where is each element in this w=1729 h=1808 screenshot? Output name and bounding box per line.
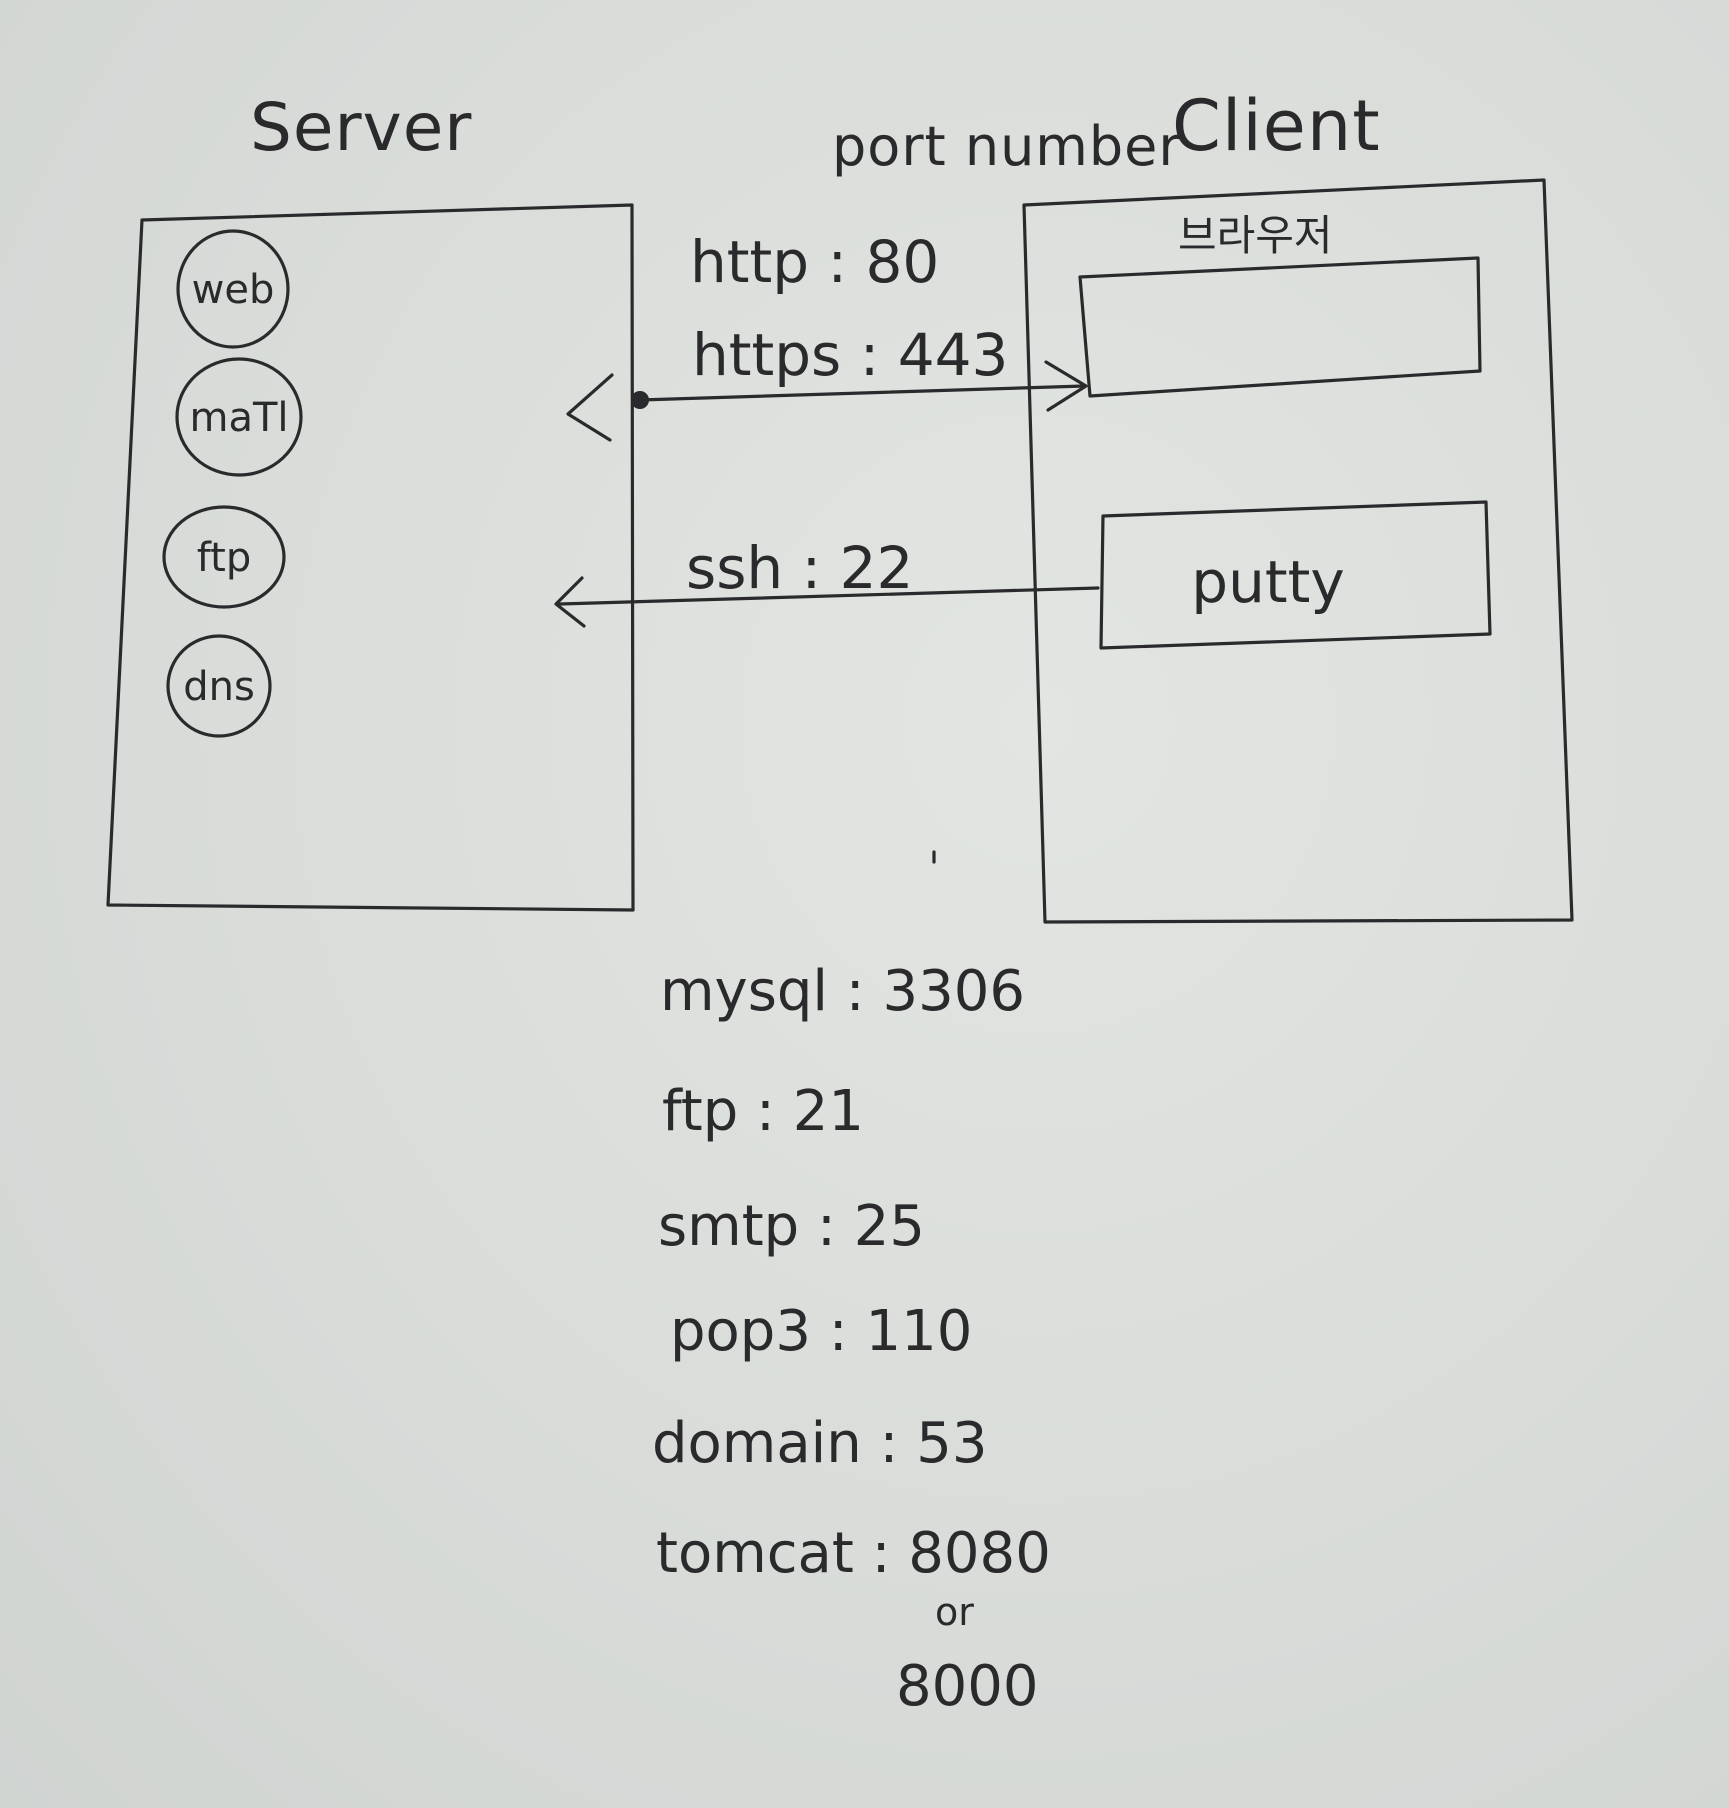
server-heading: Server xyxy=(250,89,472,166)
service-mail-label: maTl xyxy=(189,395,288,441)
port-list-item: pop3 : 110 xyxy=(670,1299,972,1364)
tomcat-alt-port: 8000 xyxy=(896,1654,1039,1719)
browser-label: 브라우저 xyxy=(1178,211,1333,260)
ssh-port-label: ssh : 22 xyxy=(686,534,913,602)
port-list-item: smtp : 25 xyxy=(658,1194,925,1259)
http-port-label: http : 80 xyxy=(690,228,939,296)
service-mail: maTl xyxy=(175,357,303,477)
service-ftp-label: ftp xyxy=(197,535,251,581)
port-list: mysql : 3306 ftp : 21 smtp : 25 pop3 : 1… xyxy=(652,959,1051,1719)
port-list-item: mysql : 3306 xyxy=(660,959,1025,1024)
service-web-label: web xyxy=(192,267,275,313)
port-number-heading: port number xyxy=(832,115,1182,178)
service-ftp: ftp xyxy=(162,505,286,609)
service-dns: dns xyxy=(166,634,272,738)
client-heading: Client xyxy=(1172,85,1381,167)
server-box xyxy=(106,203,635,912)
putty-window xyxy=(1099,500,1492,650)
tomcat-or-label: or xyxy=(935,1590,974,1634)
service-dns-label: dns xyxy=(183,664,255,710)
https-port-label: https : 443 xyxy=(692,321,1008,389)
port-list-item: ftp : 21 xyxy=(662,1079,864,1144)
port-list-item: domain : 53 xyxy=(652,1411,987,1476)
client-box xyxy=(1022,178,1574,924)
port-list-item: tomcat : 8080 xyxy=(656,1521,1051,1586)
http-connection-arrow xyxy=(566,360,1088,442)
ssh-connection-arrow xyxy=(554,576,1100,628)
browser-window xyxy=(1078,256,1482,398)
service-web: web xyxy=(176,229,290,349)
connection-node xyxy=(631,391,649,409)
putty-label: putty xyxy=(1191,548,1344,616)
